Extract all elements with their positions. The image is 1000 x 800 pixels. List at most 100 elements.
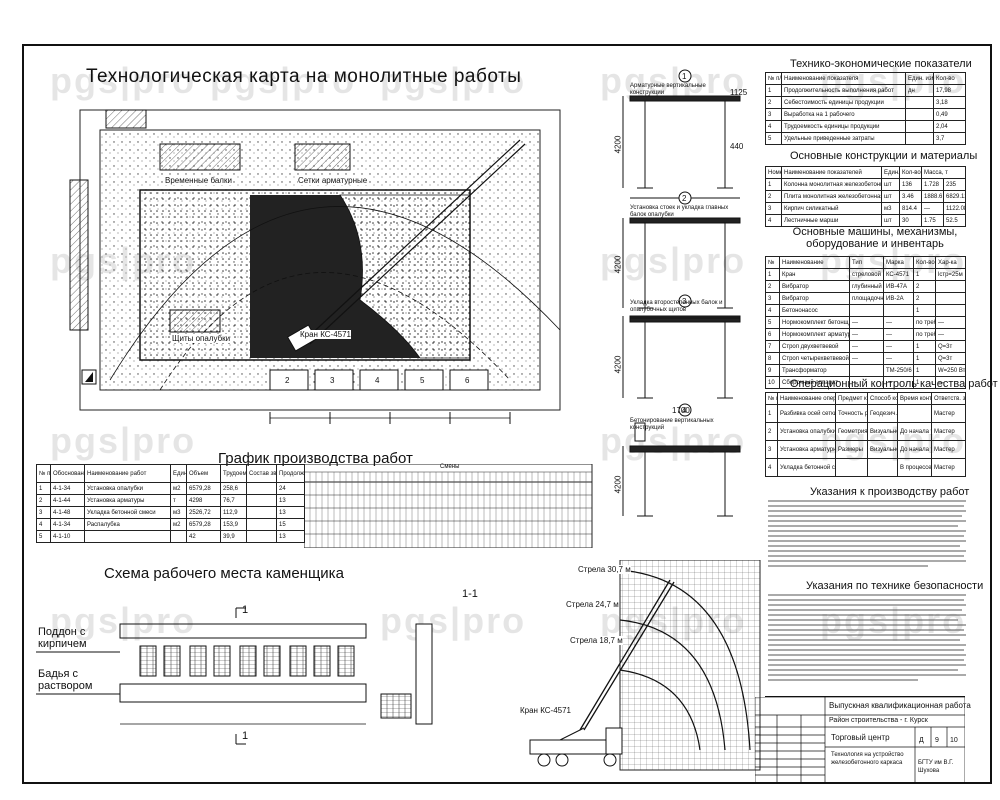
safety-text — [768, 594, 966, 681]
table-row: 3ВибраторплощадочныйИВ-2А2 — [765, 292, 966, 305]
watermark: pgs|pro — [380, 60, 527, 101]
cut-label: 1 — [242, 604, 249, 616]
detail-number: 3 — [682, 297, 687, 306]
watermark: pgs|pro — [600, 420, 747, 461]
dim-width: 1700 — [672, 406, 690, 415]
instructions-text — [768, 500, 966, 567]
formwork-details — [622, 69, 741, 517]
label-bucket: Бадья с раствором — [38, 668, 93, 692]
stamp-stage: Д — [919, 737, 924, 744]
detail-number: 4 — [682, 406, 687, 415]
svg-text:5: 5 — [420, 376, 425, 385]
structures-title: Основные конструкции и материалы — [790, 150, 978, 162]
detail-1-note: Арматурные вертикальные конструкции — [630, 83, 706, 96]
section-label: 1-1 — [462, 588, 478, 600]
title-block-grid — [755, 697, 965, 783]
table-header: № п/пНаименование операций, подлежащих к… — [765, 392, 966, 405]
dim-height: 4200 — [613, 355, 623, 374]
svg-text:2: 2 — [285, 376, 290, 385]
watermark: pgs|pro — [600, 240, 747, 281]
boom-label: Стрела 24,7 м — [566, 600, 619, 609]
watermark: pgs|pro — [600, 60, 747, 101]
crane-model-label: Кран КС-4571 — [520, 706, 572, 715]
label-rebar-mesh: Сетки арматурные — [298, 176, 368, 185]
table-header: № п/пОбоснование по ЕНиРНаименование раб… — [36, 464, 305, 483]
mason-title: Схема рабочего места каменщика — [104, 565, 344, 582]
label-pallet: Поддон с кирпичем — [38, 626, 87, 650]
dim-a: 1125 — [730, 88, 748, 97]
sheet-frame — [22, 44, 992, 784]
watermark: pgs|pro — [50, 60, 197, 101]
watermark: pgs|pro — [380, 600, 527, 641]
stamp-sheet-title: Технология на устройство железобетонного… — [831, 752, 904, 766]
svg-text:4: 4 — [375, 376, 380, 385]
watermark: pgs|pro — [50, 420, 197, 461]
stamp-project: Выпускная квалификационная работа — [829, 701, 971, 710]
title-block: Выпускная квалификационная работа Район … — [755, 696, 971, 783]
detail-3-note: Укладка второстепенных балок и опалубочн… — [630, 300, 723, 313]
detail-number: 2 — [682, 194, 687, 203]
stamp-sheets: 10 — [950, 737, 958, 744]
schedule-table: № п/пОбоснование по ЕНиРНаименование раб… — [36, 464, 305, 543]
tech-econ-title: Технико-экономические показатели — [790, 58, 972, 70]
crane-chart — [529, 560, 761, 771]
label-temporary-beams: Временные балки — [165, 176, 232, 185]
detail-4-note: Бетонирование вертикальных конструкций — [630, 418, 714, 431]
dim-height: 4200 — [613, 255, 623, 274]
schedule-title: График производства работ — [218, 450, 413, 467]
safety-title: Указания по технике безопасности — [806, 580, 984, 592]
dim-height: 4200 — [613, 135, 623, 154]
machines-title: Основные машины, механизмы, оборудование… — [792, 226, 958, 250]
quality-title: Операционный контроль качества работ — [790, 378, 998, 390]
stamp-sheet: 9 — [935, 737, 939, 744]
cut-label: 1 — [242, 730, 249, 742]
label-crane: Кран КС-4571 — [300, 330, 352, 339]
svg-text:3: 3 — [330, 376, 335, 385]
boom-label: Стрела 18,7 м — [570, 636, 623, 645]
detail-number: 1 — [682, 72, 687, 81]
detail-2-note: Установка стоек и укладка главных балок … — [630, 205, 729, 218]
dim-b: 440 — [730, 142, 744, 151]
stamp-region: Район строительства - г. Курск — [829, 717, 928, 724]
dim-height: 4200 — [613, 475, 623, 494]
gantt-day-label: Смены — [440, 464, 460, 470]
stamp-org: БГТУ им В.Г. Шухова — [918, 760, 954, 774]
watermark: pgs|pro — [50, 600, 197, 641]
watermark: pgs|pro — [210, 60, 357, 101]
quality-table: № п/пНаименование операций, подлежащих к… — [765, 392, 966, 477]
